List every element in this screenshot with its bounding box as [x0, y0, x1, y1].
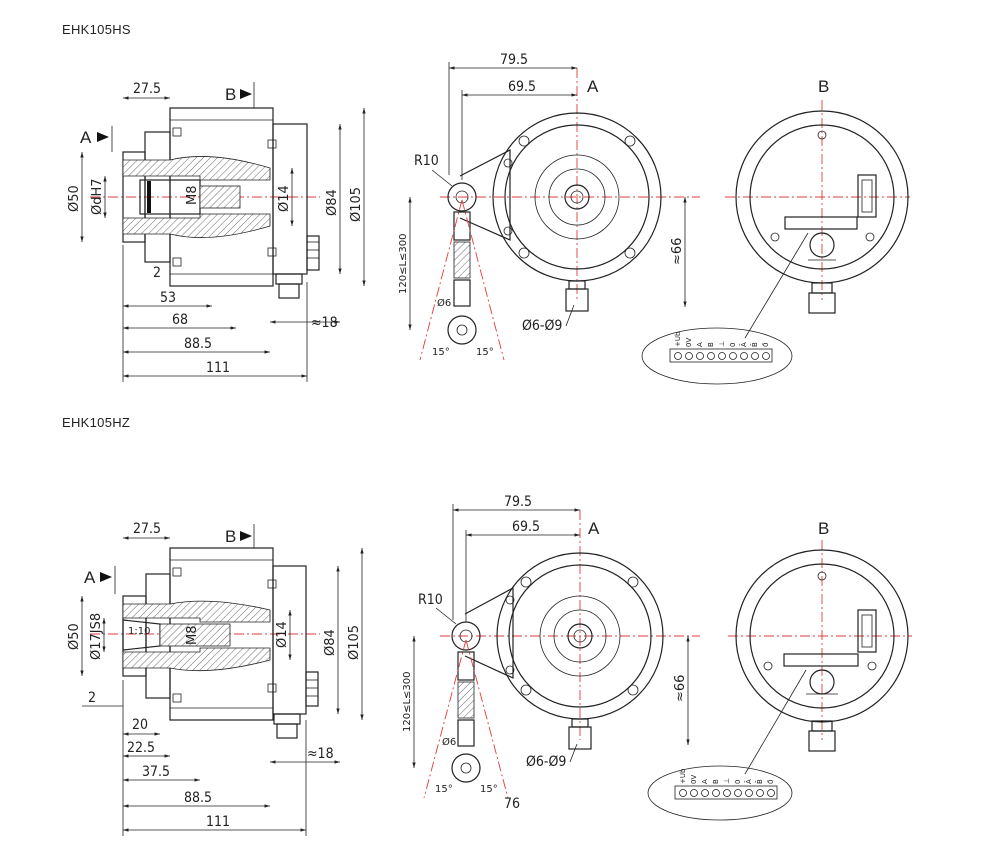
terminal-1-4: ⊥ — [718, 341, 726, 347]
dim-2: 2 — [153, 265, 161, 281]
dim2-m8: M8 — [185, 626, 200, 646]
terminal-2-7: B̄ — [755, 779, 764, 784]
back-view-1: B +Ub 0V A B ⊥ 0 Ā B̄ 0̄ — [641, 77, 910, 385]
front2-dim-79-5: 79.5 — [504, 494, 532, 510]
view-a-label-2: A — [588, 519, 600, 538]
dim2-d84: Ø84 — [323, 629, 338, 656]
front2-length: 120≤L≤300 — [402, 671, 413, 732]
front-view-2: 79.5 69.5 A R10 120≤L≤300 Ø6 15° 15° 76 … — [402, 494, 700, 812]
front-dim-69-5: 69.5 — [508, 79, 536, 95]
front2-cable: Ø6-Ø9 — [526, 754, 566, 770]
view-b-label-1: B — [818, 77, 829, 96]
front-length: 120≤L≤300 — [398, 233, 409, 294]
view-a-marker-1: A — [80, 128, 92, 147]
terminal-pins-1 — [674, 352, 770, 360]
front2-angle-right: 15° — [480, 784, 498, 795]
terminal-1-5: 0 — [729, 343, 737, 347]
dim2-2: 2 — [88, 690, 96, 706]
view-b-marker-1: B — [225, 85, 236, 104]
terminal-1-1: 0V — [685, 338, 693, 347]
view-b-label-2: B — [818, 519, 829, 538]
front-view-1: 79.5 69.5 A R10 120≤L≤300 Ø6 15° 15° ≈66… — [398, 52, 700, 361]
terminal-1-0: +Ub — [674, 331, 682, 347]
terminal-2-3: B — [712, 779, 720, 784]
terminal-pins-2 — [679, 789, 775, 797]
front-d6: Ø6 — [437, 297, 451, 309]
dim-88-5: 88.5 — [184, 336, 212, 352]
dim-d50: Ø50 — [67, 185, 82, 212]
front-angle-left: 15° — [432, 347, 450, 358]
dim2-d105: Ø105 — [347, 625, 362, 660]
front2-extra: 76 — [504, 796, 520, 812]
dim2-d50: Ø50 — [67, 623, 82, 650]
front2-h66: ≈66 — [673, 675, 688, 702]
dim2-d17js8: Ø17JS8 — [89, 613, 104, 660]
dim2-27-5: 27.5 — [133, 521, 161, 537]
dim2-20: 20 — [132, 717, 148, 733]
dim-68: 68 — [172, 312, 188, 328]
dim2-18: ≈18 — [307, 746, 334, 762]
side-view-1: B A 27.5 2 53 68 88.5 111 ≈18 Ø50 ØdH7 M… — [67, 81, 366, 382]
terminal-2-2: A — [701, 779, 709, 784]
front2-angle-left: 15° — [435, 784, 453, 795]
dim-d84: Ø84 — [325, 189, 340, 216]
view-a-label-1: A — [587, 77, 599, 96]
terminal-2-6: Ā — [744, 779, 753, 784]
terminal-1-8: 0̄ — [762, 343, 770, 347]
dim-53: 53 — [160, 290, 176, 306]
front-dim-79-5: 79.5 — [500, 52, 528, 68]
view-b-marker-2: B — [225, 527, 236, 546]
front-angle-right: 15° — [476, 347, 494, 358]
terminal-1-6: Ā — [739, 342, 748, 347]
dim2-22-5: 22.5 — [127, 740, 155, 756]
dim-27-5: 27.5 — [133, 81, 161, 97]
back-view-2: B +Ub 0V A B ⊥ 0 Ā B̄ 0̄ — [647, 519, 912, 821]
terminal-2-0: +Ub — [679, 768, 687, 784]
dim-d14: Ø14 — [277, 185, 292, 212]
front2-r10: R10 — [418, 592, 443, 608]
terminal-1-7: B̄ — [750, 342, 759, 347]
dim2-37-5: 37.5 — [142, 764, 170, 780]
dim-d105: Ø105 — [349, 187, 364, 222]
dim2-d14: Ø14 — [275, 621, 290, 648]
dim-18: ≈18 — [311, 315, 338, 331]
model-title-1: EHK105HS — [62, 22, 131, 37]
dim2-111: 111 — [206, 814, 230, 830]
front-h66: ≈66 — [670, 238, 685, 265]
front2-d6: Ø6 — [442, 736, 456, 748]
dim-m8: M8 — [185, 186, 200, 206]
dim-dh7: ØdH7 — [90, 178, 105, 215]
front2-dim-69-5: 69.5 — [512, 519, 540, 535]
front-r10: R10 — [414, 153, 439, 169]
dim-111: 111 — [206, 360, 230, 376]
model-title-2: EHK105HZ — [62, 415, 131, 430]
dim2-taper: 1:10 — [128, 626, 150, 637]
view-a-marker-2: A — [84, 568, 96, 587]
terminal-2-5: 0 — [734, 780, 742, 784]
dim2-88-5: 88.5 — [184, 790, 212, 806]
terminal-2-4: ⊥ — [723, 778, 731, 784]
side-view-2: B A 27.5 2 1:10 20 22.5 37.5 88.5 111 ≈1… — [67, 521, 364, 836]
terminal-2-8: 0̄ — [767, 780, 775, 784]
terminal-2-1: 0V — [690, 775, 698, 784]
terminal-1-2: A — [696, 342, 704, 347]
terminal-1-3: B — [707, 342, 715, 347]
front-cable: Ø6-Ø9 — [522, 318, 562, 334]
